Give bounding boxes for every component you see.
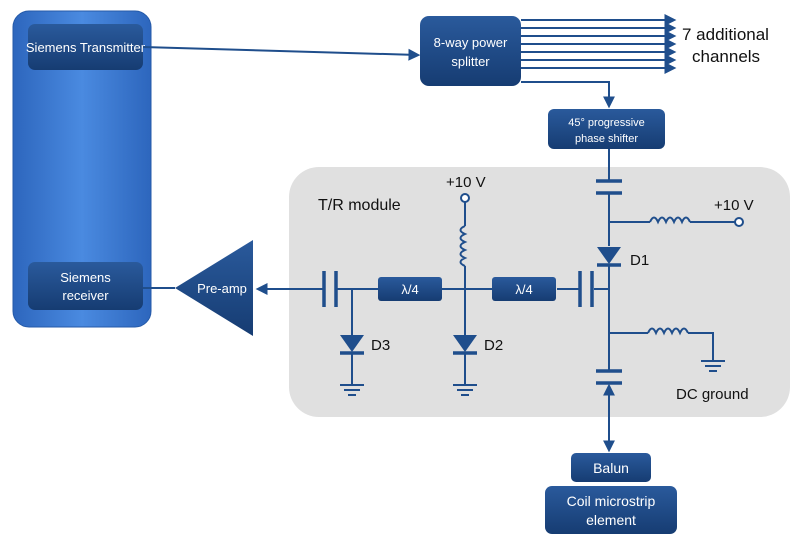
additional-channels-label-1: 7 additional — [682, 25, 769, 44]
d3-label: D3 — [371, 337, 390, 354]
dc-ground-label: DC ground — [676, 386, 749, 403]
lambda-right-label: λ/4 — [515, 282, 532, 297]
tr-module-label: T/R module — [318, 197, 401, 214]
siemens-transmitter-label: Siemens Transmitter — [26, 40, 146, 55]
balun-block: Balun — [571, 453, 651, 482]
splitter-label-2: splitter — [451, 54, 490, 69]
preamp-block: Pre-amp — [175, 240, 253, 336]
siemens-receiver-label-1: Siemens — [60, 270, 111, 285]
siemens-transmitter-block: Siemens Transmitter — [26, 24, 146, 70]
splitter-to-phase-wire — [521, 81, 615, 109]
vplus-top-label: +10 V — [446, 174, 486, 191]
power-splitter-block: 8-way power splitter — [420, 16, 521, 86]
tx-to-splitter-wire — [142, 46, 421, 61]
preamp-label: Pre-amp — [197, 281, 247, 296]
vplus-right-label: +10 V — [714, 197, 754, 214]
coil-label-2: element — [586, 512, 636, 528]
phase-shifter-block: 45° progressive phase shifter — [548, 109, 665, 149]
d1-label: D1 — [630, 252, 649, 269]
siemens-receiver-block: Siemens receiver — [28, 262, 143, 310]
splitter-output-lines — [521, 14, 677, 74]
coil-label-1: Coil microstrip — [567, 493, 656, 509]
transmit-path — [596, 149, 744, 453]
phase-shifter-label-1: 45° progressive — [568, 117, 645, 129]
splitter-label-1: 8-way power — [434, 35, 508, 50]
coil-element-block: Coil microstrip element — [545, 486, 677, 534]
siemens-receiver-label-2: receiver — [62, 288, 109, 303]
siemens-console-panel — [12, 10, 152, 328]
receive-path — [255, 193, 609, 396]
additional-channels-label-2: channels — [692, 47, 760, 66]
phase-shifter-label-2: phase shifter — [575, 133, 638, 145]
lambda-left-label: λ/4 — [401, 282, 418, 297]
d2-label: D2 — [484, 337, 503, 354]
balun-label: Balun — [593, 460, 629, 476]
